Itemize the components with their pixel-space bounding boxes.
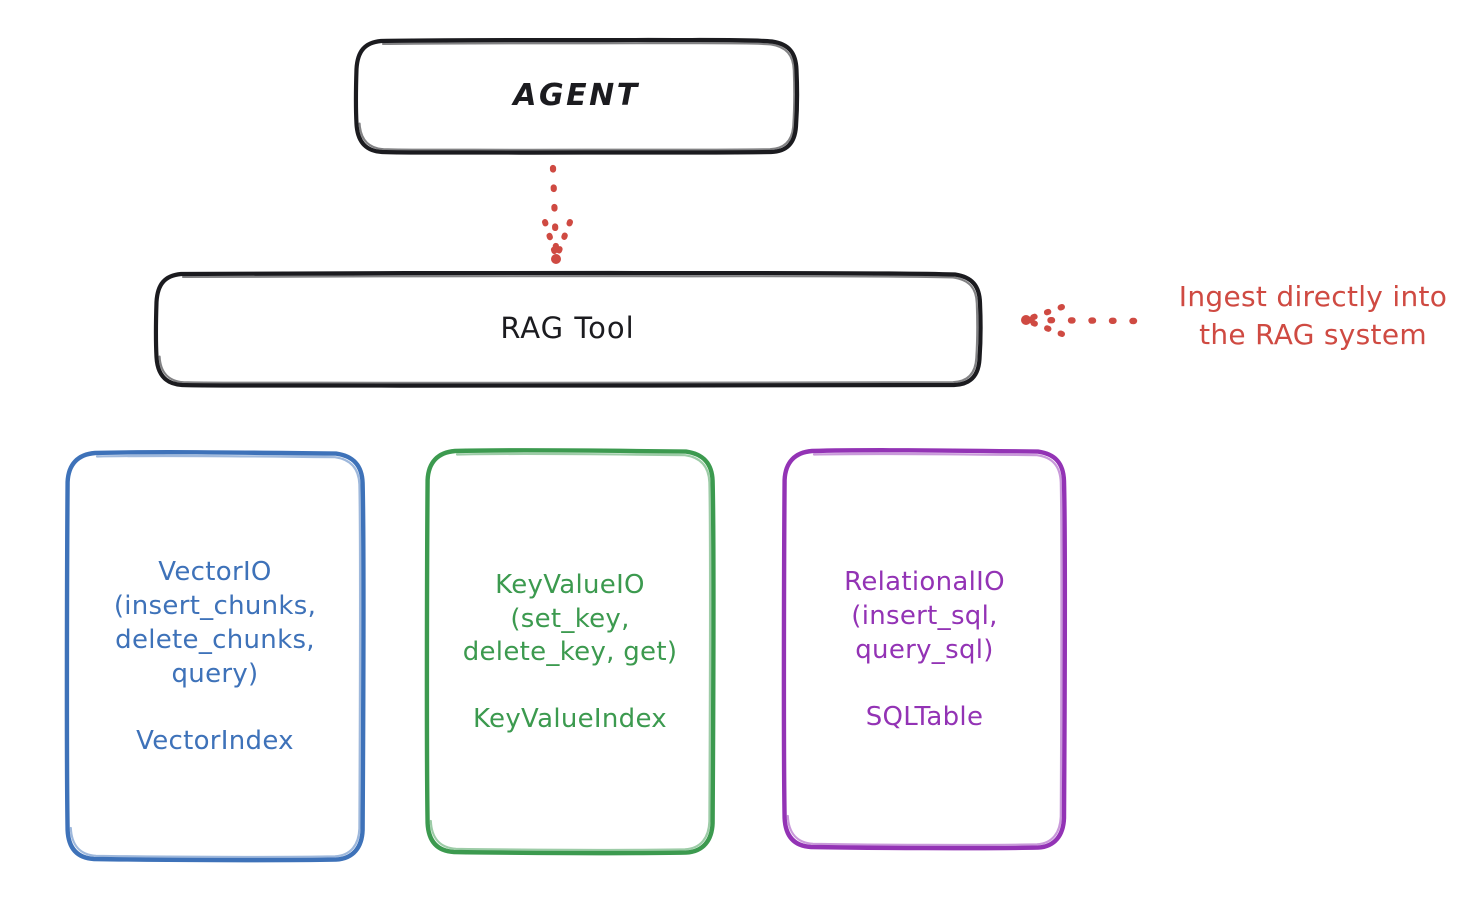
rag-tool-node[interactable]: RAG Tool [155, 273, 980, 385]
agent-box-shape [353, 37, 800, 155]
key-value-io-box-shape [424, 448, 716, 856]
agent-node[interactable]: AGENT [356, 40, 797, 153]
ingest-annotation-text: Ingest directly into the RAG system [1178, 280, 1448, 351]
agent-to-rag-arrow [542, 164, 573, 264]
rag-tool-label: RAG Tool [500, 311, 635, 346]
vector-io-label: VectorIO (insert_chunks, delete_chunks, … [113, 557, 317, 689]
rag-tool-box-shape [153, 270, 983, 388]
relational-io-node[interactable]: RelationalIO (insert_sql, query_sql) SQL… [786, 450, 1063, 848]
vector-index-label: VectorIndex [136, 725, 294, 756]
relational-io-box-shape [781, 448, 1068, 851]
vector-io-box-shape [64, 450, 366, 863]
ingest-to-rag-arrow [1021, 304, 1138, 337]
vector-io-node[interactable]: VectorIO (insert_chunks, delete_chunks, … [67, 452, 363, 860]
relational-io-label: RelationalIO (insert_sql, query_sql) [844, 567, 1005, 665]
key-value-index-label: KeyValueIndex [472, 704, 667, 735]
key-value-io-label: KeyValueIO (set_key, delete_key, get) [462, 569, 678, 668]
sql-table-label: SQLTable [865, 701, 984, 732]
agent-label: AGENT [513, 78, 640, 114]
key-value-io-node[interactable]: KeyValueIO (set_key, delete_key, get) Ke… [428, 450, 712, 853]
